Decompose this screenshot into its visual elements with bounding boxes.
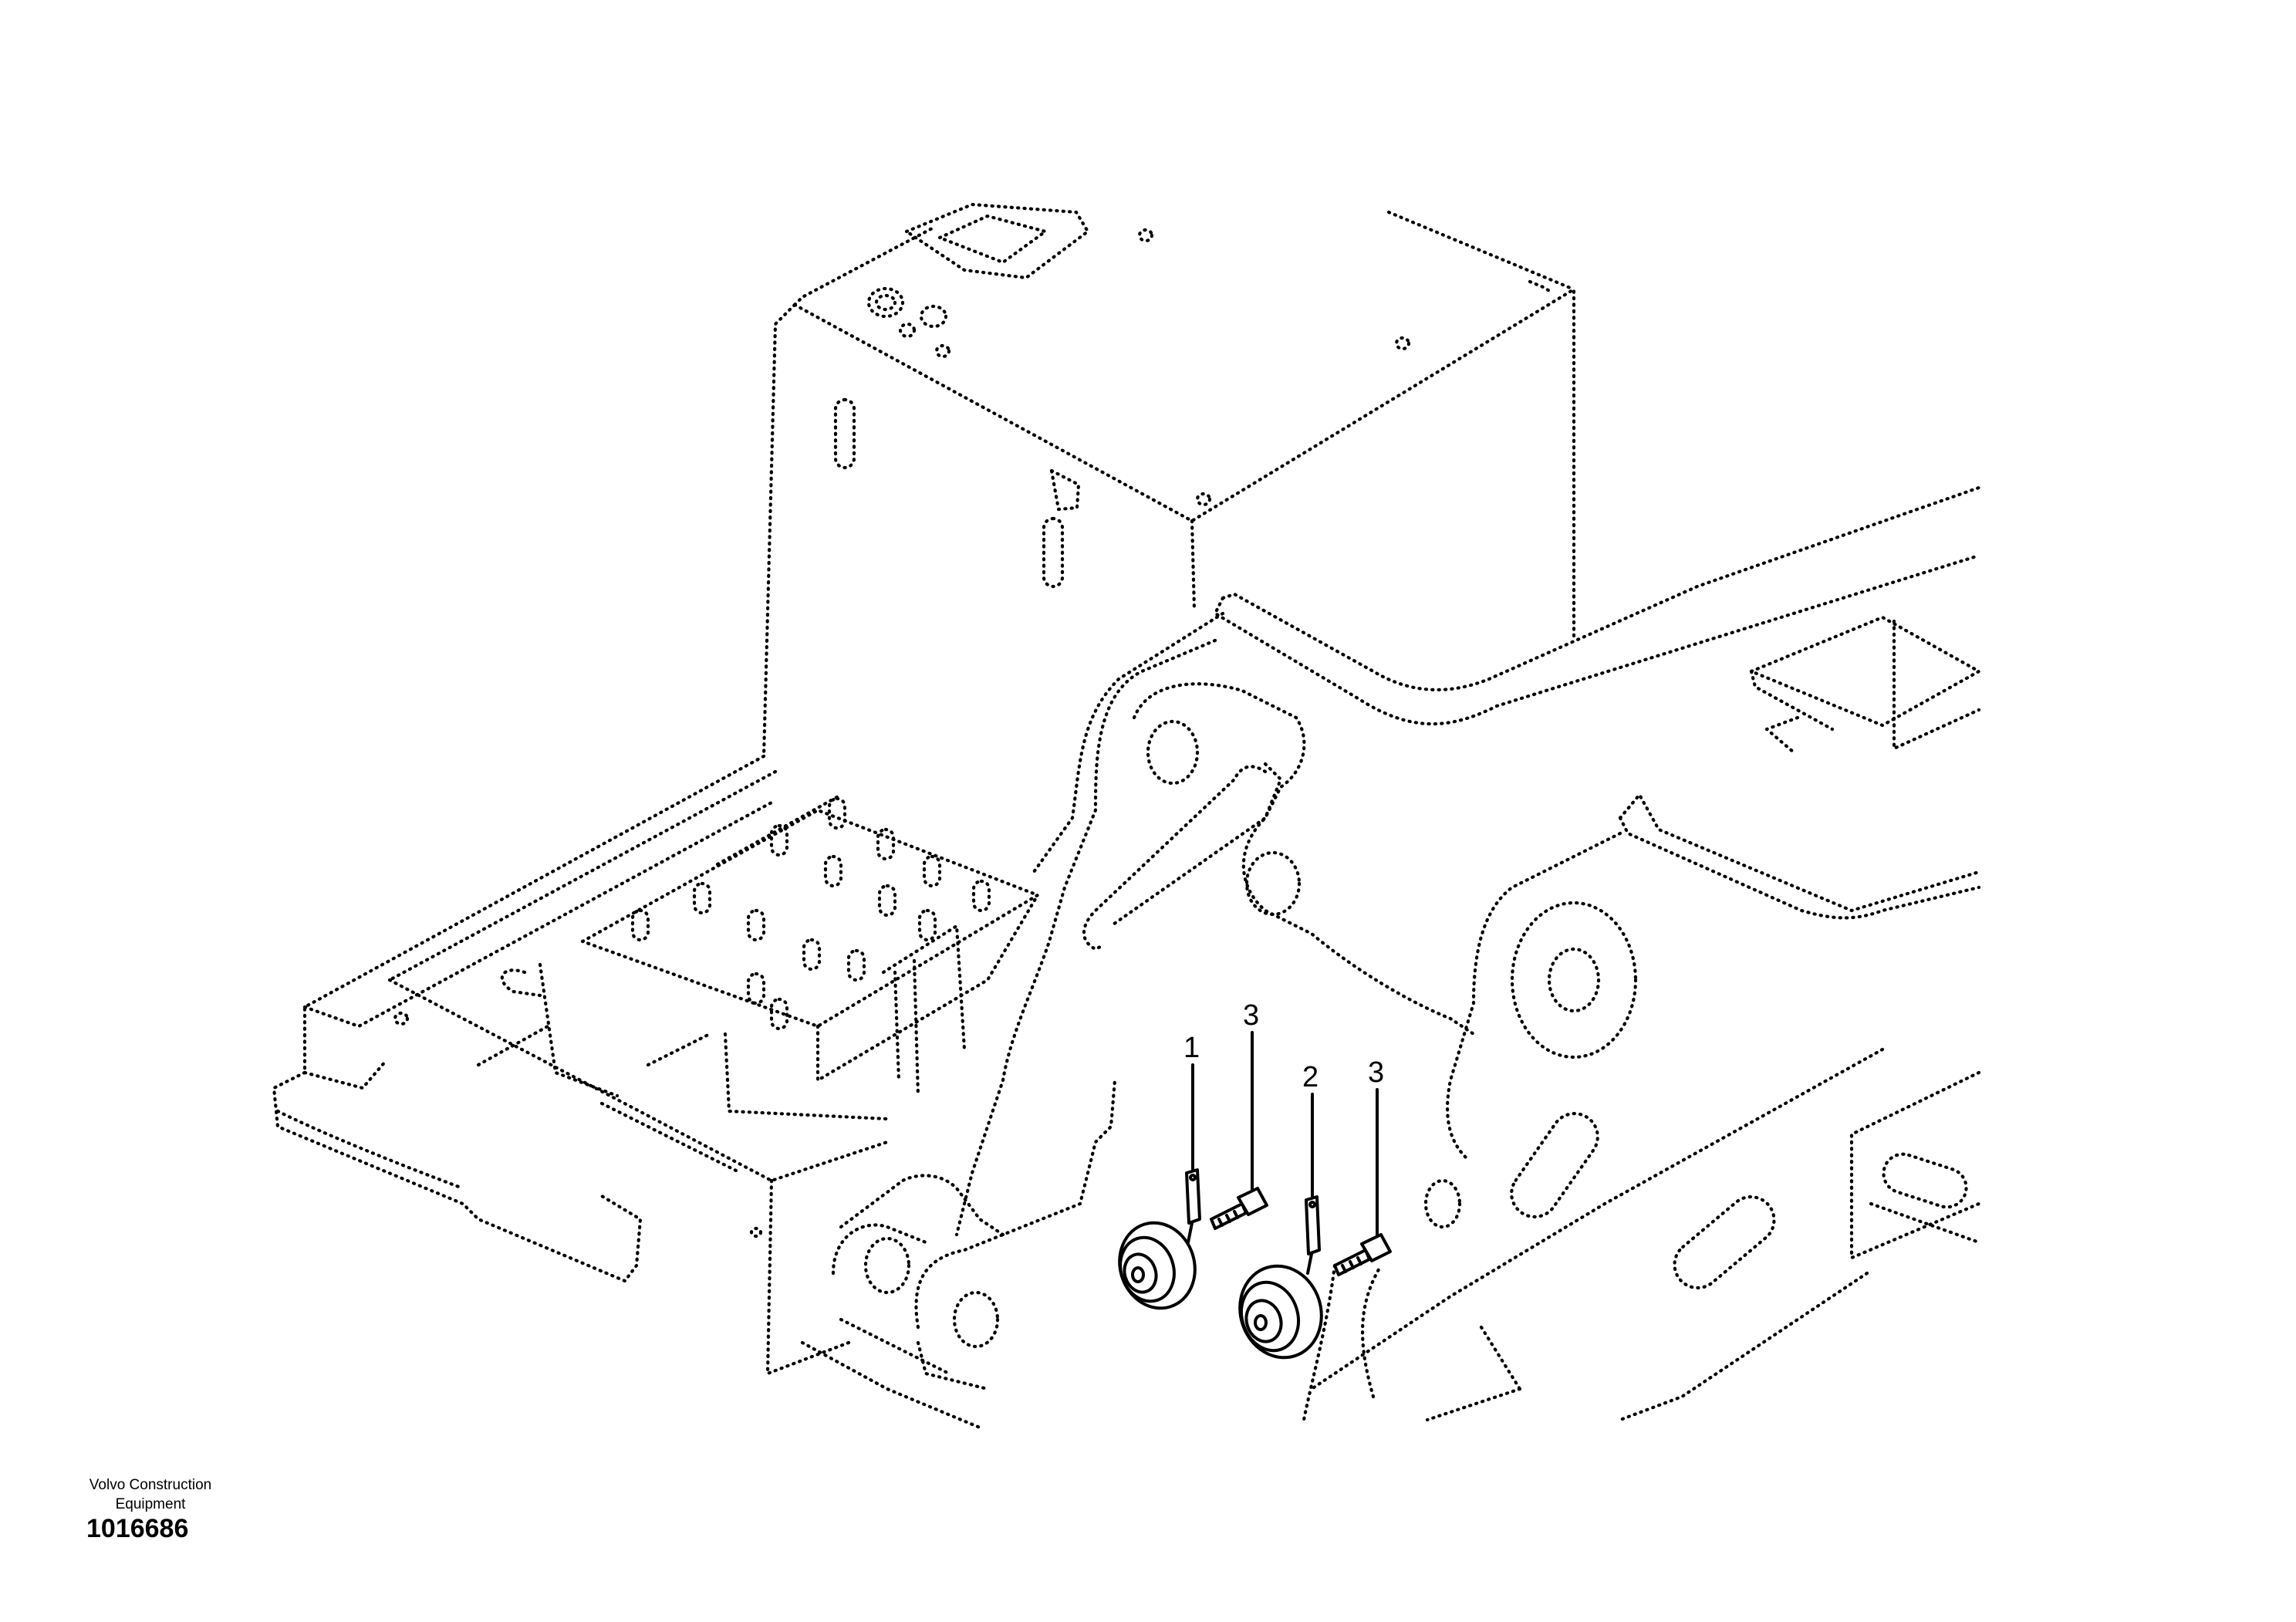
horn-1 (1118, 1168, 1201, 1310)
callout-2-label: 2 (1302, 1061, 1319, 1093)
callout-3-upper-label: 3 (1243, 999, 1259, 1032)
callout-3-upper: 3 (1243, 999, 1259, 1191)
callout-3-lower: 3 (1368, 1056, 1384, 1238)
horn-2 (1238, 1195, 1323, 1360)
step-slots (630, 796, 991, 1031)
manufacturer-credit: Volvo Construction Equipment (54, 1475, 247, 1514)
bolt-upper (1210, 1187, 1268, 1230)
upper-frame (954, 485, 1981, 1422)
manufacturer-line-1: Volvo Construction (89, 1477, 212, 1493)
callout-3-lower-label: 3 (1368, 1056, 1384, 1089)
callout-2: 2 (1302, 1061, 1319, 1198)
bolt-lower (1333, 1233, 1392, 1276)
tank-housing (761, 202, 1576, 759)
callout-1-label: 1 (1183, 1032, 1200, 1064)
manufacturer-line-2: Equipment (115, 1496, 186, 1512)
callout-1: 1 (1183, 1032, 1200, 1171)
step-and-battery-box (272, 754, 1117, 1430)
illustration-number: 1016686 (86, 1514, 189, 1543)
